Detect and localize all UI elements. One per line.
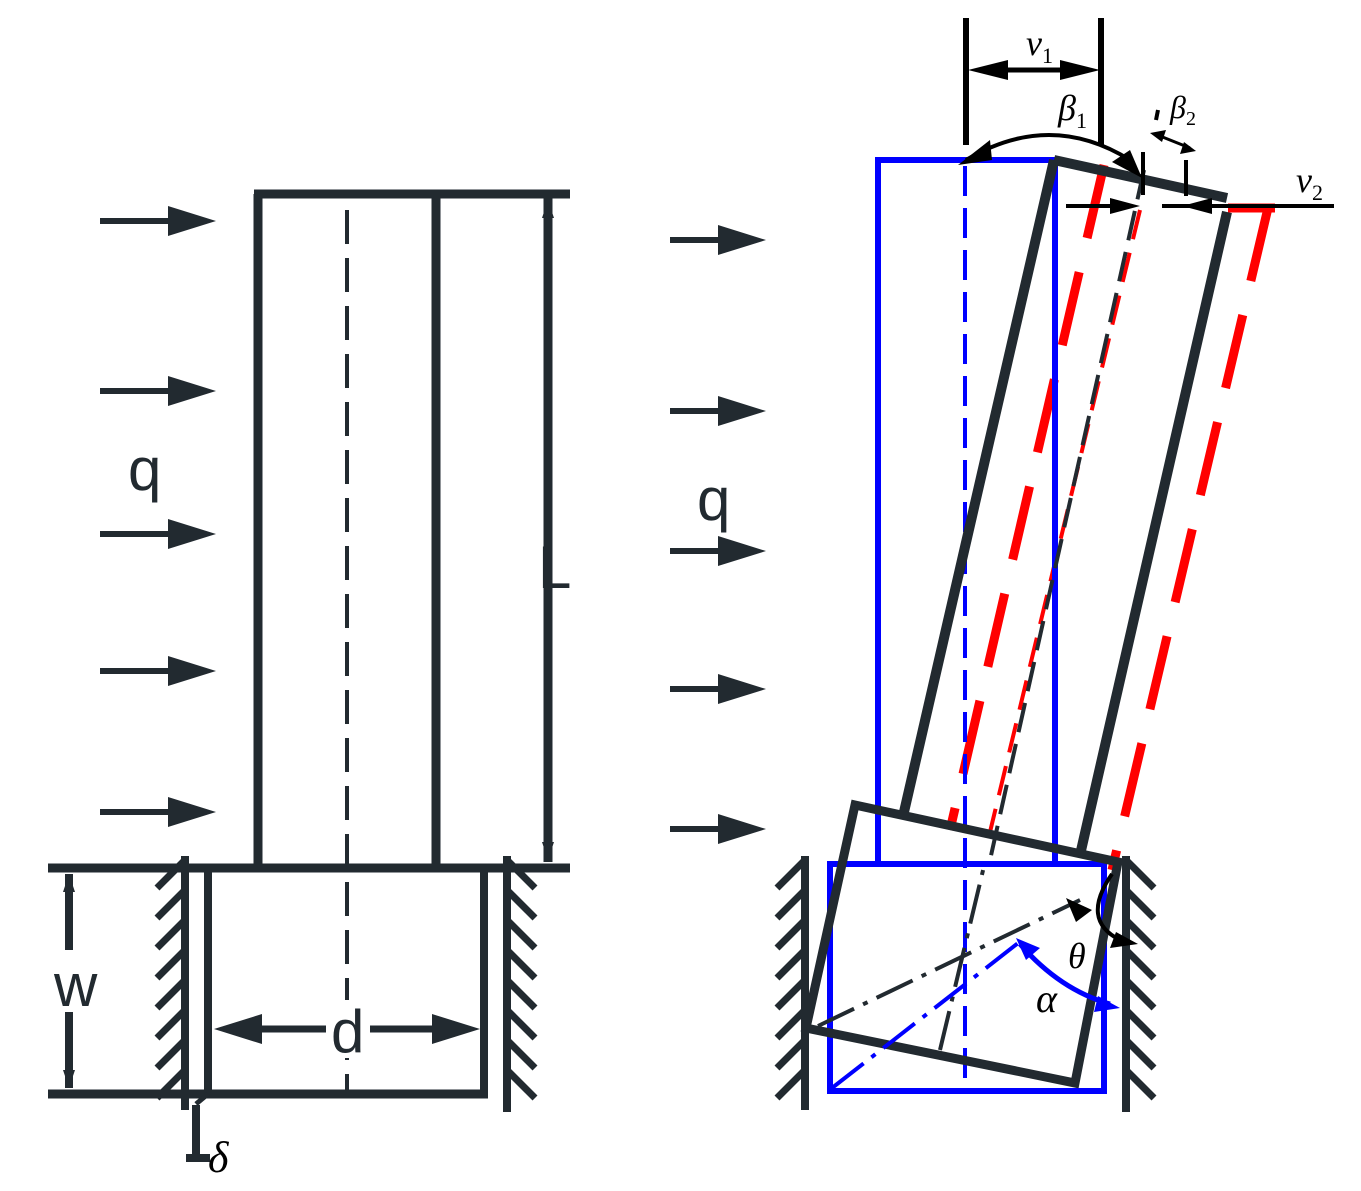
left-soil-wall-right (503, 856, 538, 1112)
load-arrow (100, 656, 216, 686)
black-tilted-pile (899, 155, 1232, 861)
blue-initial-position (827, 157, 1107, 1094)
theta-arc (1066, 872, 1138, 948)
left-figure: q L (48, 189, 571, 1182)
v1-dimension (963, 18, 1104, 145)
right-load-label: q (697, 466, 730, 533)
right-soil-wall-right (1122, 856, 1157, 1112)
left-height-dimension (542, 198, 554, 862)
left-depth-label: w (53, 952, 98, 1019)
width-label-bg (326, 1000, 370, 1058)
load-arrow (670, 814, 766, 844)
right-soil-wall-left (774, 856, 809, 1110)
left-load-arrows (100, 206, 216, 827)
theta-label: θ (1068, 936, 1086, 976)
right-figure: q (670, 18, 1334, 1112)
load-arrow (100, 797, 216, 827)
load-arrow (670, 225, 766, 255)
load-arrow (670, 674, 766, 704)
load-arrow (670, 396, 766, 426)
left-soil-wall-left (154, 856, 189, 1110)
load-arrow (670, 536, 766, 566)
left-gap-label: δ (208, 1133, 230, 1182)
beta2-label: β2 (1169, 89, 1196, 130)
blue-diagonal (830, 938, 1024, 1090)
beta1-label: β1 (1057, 88, 1087, 133)
v1-label: v1 (1026, 23, 1053, 68)
load-arrow (100, 206, 216, 236)
load-arrow (100, 376, 216, 406)
black-tilted-foundation (800, 799, 1124, 1089)
beta2-marker (1150, 109, 1196, 196)
beta1-arc (958, 133, 1145, 195)
left-load-label: q (128, 436, 161, 503)
alpha-label: α (1036, 976, 1058, 1021)
alpha-arc (1016, 938, 1120, 1012)
depth-label-bg (52, 950, 112, 1012)
left-width-label: d (331, 998, 364, 1065)
left-pile-shaft (253, 189, 570, 1090)
right-load-arrows (670, 225, 766, 844)
v2-label: v2 (1296, 160, 1323, 205)
load-arrow (100, 519, 216, 549)
gap-marker (186, 1092, 210, 1162)
left-height-label: L (538, 534, 571, 601)
left-foundation (48, 863, 570, 1099)
v2-dimension (1066, 198, 1334, 214)
red-displaced-shaft (945, 163, 1275, 872)
